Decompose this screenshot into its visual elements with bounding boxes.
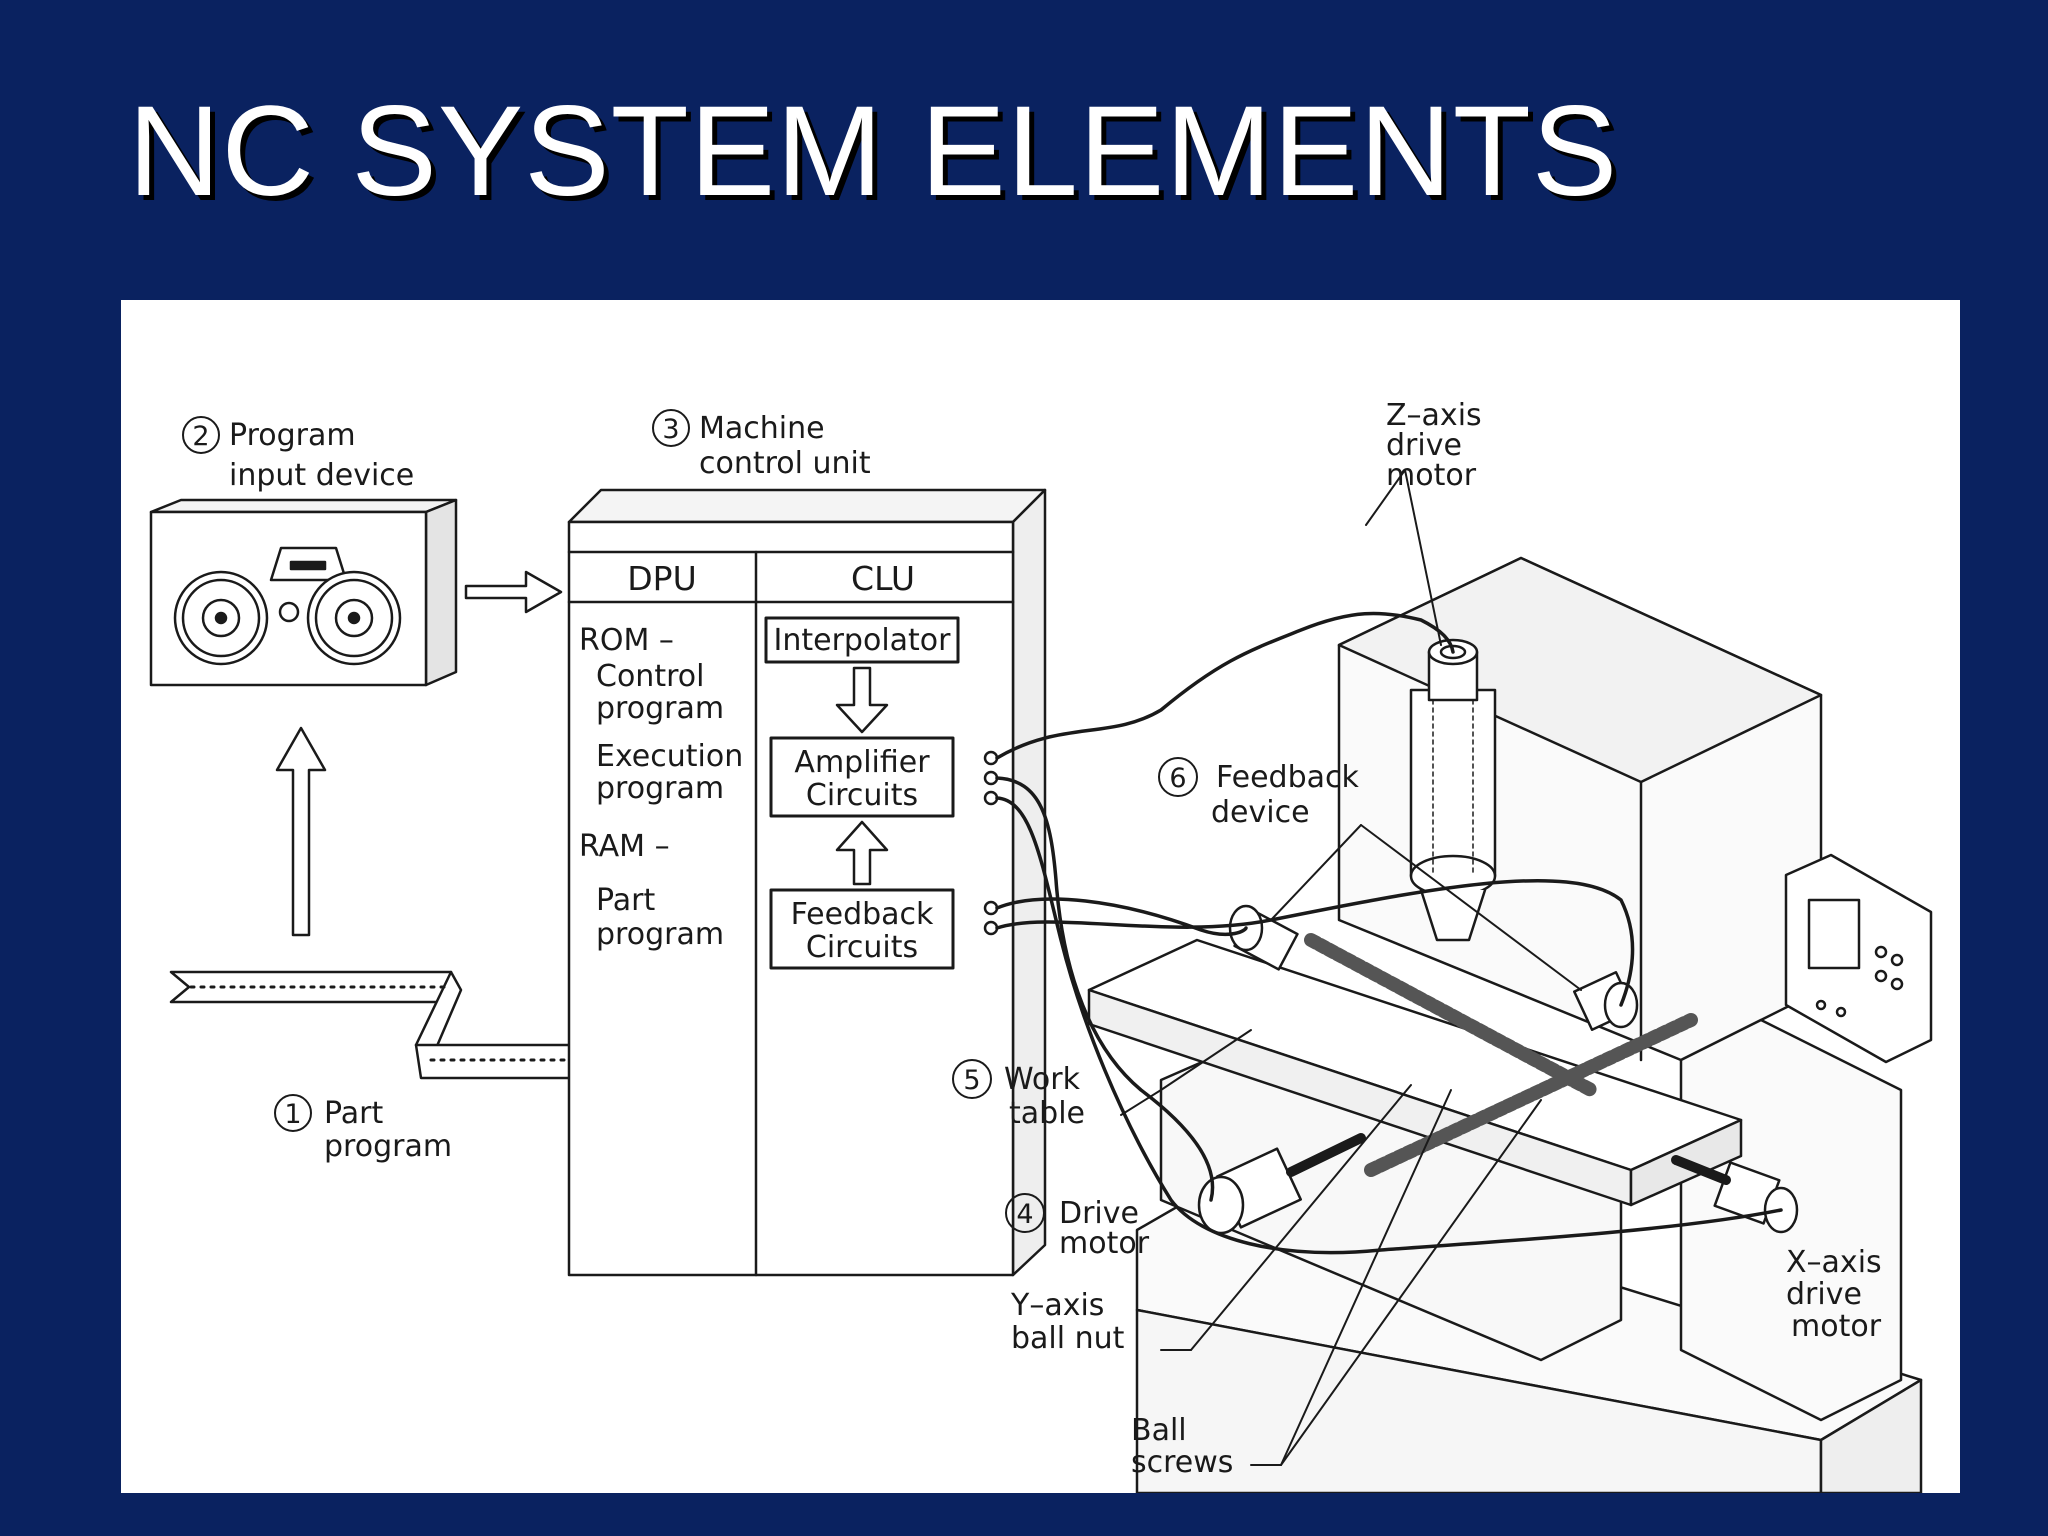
svg-text:Ball: Ball [1131, 1413, 1187, 1448]
clu-header: CLU [851, 559, 915, 598]
svg-text:Control: Control [596, 659, 704, 694]
svg-text:X–axis: X–axis [1786, 1245, 1882, 1280]
drive-motor-label: 4 Drive motor [1005, 1193, 1150, 1261]
wiring-cables [995, 611, 1783, 1255]
x-axis-label: X–axis drive motor [1786, 1245, 1882, 1344]
svg-text:Drive: Drive [1059, 1196, 1139, 1231]
part-program-label: 1 Part program [274, 1094, 452, 1164]
svg-text:control unit: control unit [699, 446, 871, 481]
amplifier-label-2: Circuits [806, 778, 918, 813]
feedback-to-amplifier-arrow [835, 820, 889, 886]
interpolator-label: Interpolator [774, 623, 952, 658]
svg-text:program: program [324, 1129, 452, 1164]
slide-title: NC SYSTEM ELEMENTS [128, 80, 1619, 223]
svg-text:program: program [596, 691, 724, 726]
feedback-circuits-label-2: Circuits [806, 930, 918, 965]
svg-text:motor: motor [1791, 1309, 1882, 1344]
z-axis-label: Z–axis drive motor [1386, 398, 1482, 493]
svg-text:screws: screws [1131, 1445, 1233, 1480]
svg-text:drive: drive [1786, 1277, 1862, 1312]
dpu-contents: ROM – Control program Execution program … [579, 623, 743, 952]
svg-text:drive: drive [1386, 428, 1462, 463]
interpolator-box [764, 616, 960, 664]
svg-text:program: program [596, 771, 724, 806]
feedback-circuits-box [769, 888, 955, 970]
svg-text:4: 4 [1016, 1199, 1033, 1230]
feedback-device-label: 6 Feedback device [1158, 757, 1359, 830]
svg-text:Part: Part [596, 883, 655, 918]
svg-text:RAM –: RAM – [579, 829, 670, 864]
input-to-mcu-arrow [464, 570, 563, 614]
svg-text:6: 6 [1169, 763, 1186, 794]
svg-text:ball nut: ball nut [1011, 1321, 1125, 1356]
amplifier-box [769, 736, 955, 818]
svg-text:ROM –: ROM – [579, 623, 674, 658]
svg-text:table: table [1009, 1096, 1085, 1131]
svg-text:5: 5 [963, 1065, 980, 1096]
program-input-device-label: 2 Program input device [182, 416, 414, 493]
svg-text:program: program [596, 917, 724, 952]
machine-tool-drawing [1087, 556, 1933, 1495]
program-input-device-drawing [149, 498, 458, 687]
interpolator-to-amplifier-arrow [835, 666, 889, 734]
svg-text:input device: input device [229, 458, 414, 493]
svg-text:Part: Part [324, 1096, 383, 1131]
part-program-tape [169, 970, 613, 1080]
svg-text:motor: motor [1386, 458, 1477, 493]
svg-text:Z–axis: Z–axis [1386, 398, 1482, 433]
svg-text:Y–axis: Y–axis [1010, 1288, 1104, 1323]
mcu-label: 3 Machine control unit [652, 409, 871, 481]
ball-screws-label: Ball screws [1131, 1413, 1233, 1480]
amplifier-label-1: Amplifier [794, 745, 930, 780]
svg-text:Execution: Execution [596, 739, 743, 774]
svg-text:motor: motor [1059, 1226, 1150, 1261]
svg-text:2: 2 [192, 421, 209, 452]
svg-text:Program: Program [229, 418, 356, 453]
dpu-header: DPU [627, 559, 696, 598]
svg-text:Feedback: Feedback [1216, 760, 1359, 795]
feedback-circuits-label-1: Feedback [791, 897, 934, 932]
svg-text:Machine: Machine [699, 411, 825, 446]
leader-lines [1120, 469, 1582, 1466]
svg-text:Work: Work [1004, 1062, 1081, 1097]
svg-text:3: 3 [662, 414, 679, 445]
svg-text:1: 1 [284, 1099, 301, 1130]
svg-text:device: device [1211, 795, 1310, 830]
part-program-up-arrow [275, 726, 327, 937]
nc-system-diagram: 2 Program input device 1 Part program 3 … [121, 300, 1960, 1495]
work-table-label: 5 Work table [952, 1059, 1085, 1131]
y-axis-ball-nut-label: Y–axis ball nut [1010, 1288, 1125, 1356]
